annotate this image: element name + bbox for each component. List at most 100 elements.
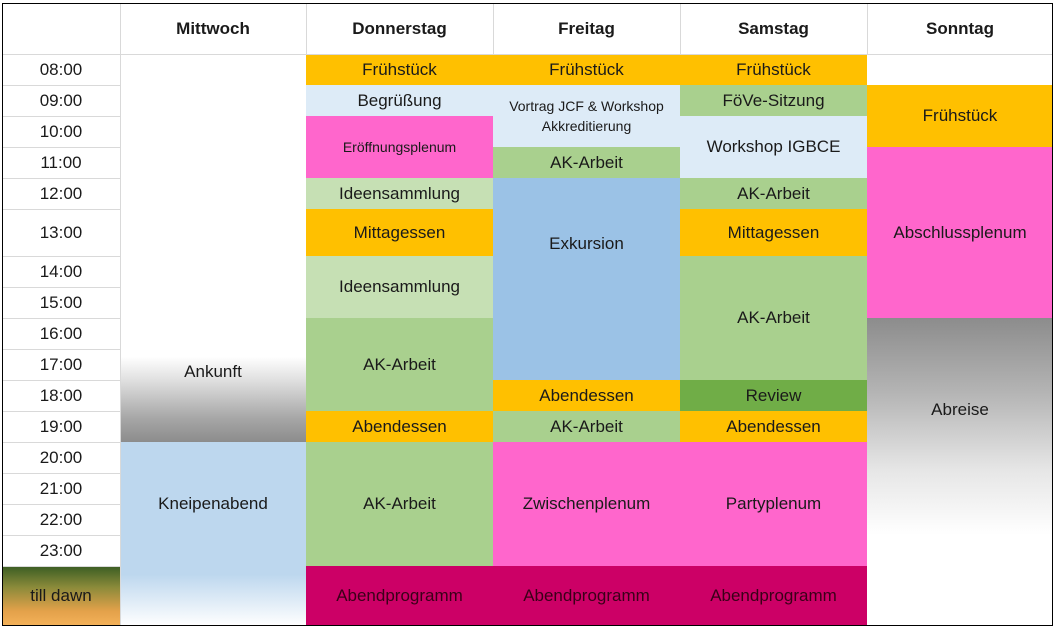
event-block[interactable]: Ankunft [120,287,306,442]
grid-line [680,3,681,54]
event-block[interactable]: Exkursion [493,178,680,380]
event-block[interactable]: Mittagessen [306,209,493,256]
event-label: AK-Arbeit [737,183,810,203]
event-label: Eröffnungsplenum [342,139,457,155]
event-label: Abendessen [539,385,634,405]
event-label: Abendprogramm [336,586,463,605]
event-label: Abschlussplenum [893,222,1027,242]
event-block[interactable]: Abendessen [306,411,493,442]
grid-line [2,318,120,319]
table-border [2,625,1053,626]
time-cell: 17:00 [39,354,83,374]
grid-line [2,473,120,474]
event-label: AK-Arbeit [550,416,623,436]
event-label: Ideensammlung [339,183,460,203]
grid-line [2,256,120,257]
time-cell: 16:00 [39,323,83,343]
grid-line [867,3,868,54]
event-label: AK-Arbeit [737,308,810,327]
event-label: AK-Arbeit [363,494,436,513]
event-block[interactable]: AK-Arbeit [680,178,867,209]
event-block[interactable]: Abendprogramm [306,566,493,626]
table-border [2,3,3,626]
grid-line [493,3,494,54]
event-label: Review [745,385,802,405]
event-block[interactable]: Frühstück [867,85,1053,147]
event-block[interactable]: Frühstück [680,54,867,85]
grid-line [2,411,120,412]
grid-line [2,349,120,350]
time-cell: 23:00 [39,540,83,560]
grid-line [2,566,120,567]
time-cell: 20:00 [39,447,83,467]
event-label: Exkursion [549,234,624,253]
event-block[interactable]: Partyplenum [680,442,867,566]
event-block[interactable]: Abendprogramm [680,566,867,626]
event-label: Partyplenum [725,494,822,513]
time-cell: 08:00 [39,59,83,79]
grid-line [2,147,120,148]
event-label: Frühstück [736,59,811,79]
event-block[interactable]: Ideensammlung [306,178,493,209]
time-cell: 18:00 [39,385,83,405]
time-cell: 09:00 [39,90,83,110]
event-block[interactable]: Eröffnungsplenum [306,116,493,178]
day-header: Donnerstag [352,18,447,38]
grid-line [2,535,120,536]
event-block[interactable]: Begrüßung [306,85,493,116]
event-block[interactable]: Abendessen [680,411,867,442]
event-block[interactable]: Ideensammlung [306,256,493,318]
time-cell-till-dawn: till dawn [2,566,120,626]
table-border [2,3,1053,4]
event-block[interactable]: AK-Arbeit [306,318,493,411]
event-label: Abendessen [352,416,447,436]
event-label: Abendprogramm [523,586,650,605]
day-header: Sonntag [926,18,994,38]
event-label: Mittagessen [727,222,820,242]
event-block[interactable]: Abschlussplenum [867,147,1053,318]
event-block[interactable]: Abreise [867,318,1053,535]
event-sublabel: Akkreditierung [541,118,632,134]
event-block[interactable]: Mittagessen [680,209,867,256]
event-label: Zwischenplenum [522,494,651,513]
event-label: Frühstück [922,106,998,125]
event-block[interactable]: Frühstück [493,54,680,85]
time-cell: 10:00 [39,121,83,141]
time-cell: 14:00 [39,261,83,281]
event-block[interactable]: AK-Arbeit [306,442,493,566]
event-block[interactable]: FöVe-Sitzung [680,85,867,116]
event-label: Abendessen [726,416,821,436]
event-label: Workshop IGBCE [706,137,841,156]
event-block[interactable]: AK-Arbeit [493,411,680,442]
event-block[interactable]: Workshop IGBCE [680,116,867,178]
event-block[interactable]: AK-Arbeit [680,256,867,380]
event-block[interactable]: Frühstück [306,54,493,85]
event-label: AK-Arbeit [363,354,436,374]
time-cell: 11:00 [40,152,82,172]
event-block[interactable]: Zwischenplenum [493,442,680,566]
event-label: Abendprogramm [710,586,837,605]
event-label: Kneipenabend [158,494,268,513]
event-label: Frühstück [362,59,437,79]
day-header: Samstag [738,18,809,38]
time-cell: 13:00 [39,222,83,242]
grid-line [2,504,120,505]
event-label: Frühstück [549,59,624,79]
event-block[interactable]: Review [680,380,867,411]
time-cell: 21:00 [39,478,83,498]
grid-line [2,442,120,443]
day-header: Freitag [558,18,615,38]
event-label: FöVe-Sitzung [722,90,825,110]
event-block[interactable]: AK-Arbeit [493,147,680,178]
grid-line [306,3,307,54]
time-cell: 19:00 [39,416,83,436]
event-block[interactable]: Abendessen [493,380,680,411]
event-block[interactable]: Kneipenabend [120,442,306,626]
grid-line [2,287,120,288]
time-cell: 12:00 [39,183,83,203]
event-label: Begrüßung [357,90,442,110]
event-label: Ideensammlung [339,277,460,296]
event-block[interactable]: Abendprogramm [493,566,680,626]
